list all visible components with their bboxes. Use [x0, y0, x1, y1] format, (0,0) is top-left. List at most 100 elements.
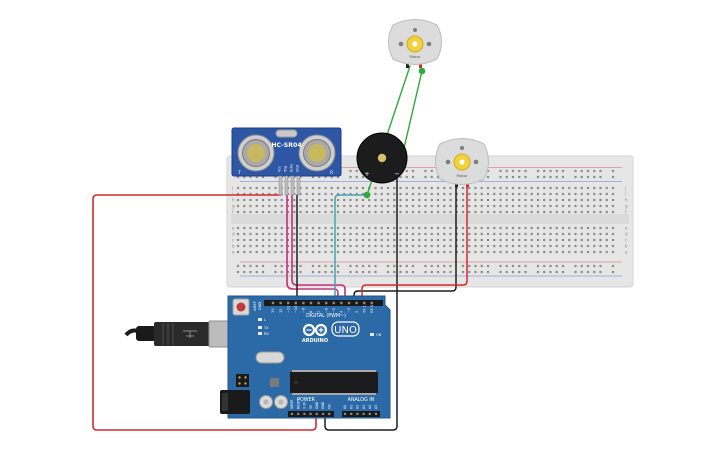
power-pin-label: GND: [315, 401, 319, 409]
power-pin-socket: [297, 412, 300, 415]
dc-motor-2: Motor: [435, 138, 489, 187]
sensor-pin-label: Gnd: [296, 165, 300, 172]
aref-label: AREF: [252, 301, 257, 311]
breadboard-row-letter: c: [625, 238, 627, 243]
digital-pin-socket: [287, 301, 290, 305]
breadboard-row-letter: d: [232, 232, 235, 237]
breadboard-row-letter: f: [232, 210, 234, 215]
digital-pin-socket: [370, 301, 373, 305]
digital-pin-socket: [309, 301, 313, 305]
breadboard-row-letter: a: [232, 250, 235, 255]
wire-joint-dot: [418, 67, 426, 75]
sensor-pin-label: Vcc: [278, 166, 282, 172]
power-pin-label: RESET: [296, 399, 300, 409]
power-pin-socket: [321, 412, 325, 415]
analog-pin-socket: [368, 412, 371, 415]
sensor-pin-label: Trig: [284, 166, 288, 173]
digital-pin-socket: [347, 301, 351, 305]
digital-pin-label: 8: [309, 311, 313, 313]
digital-pin-socket: [355, 301, 358, 305]
breadboard-row-letter: e: [232, 226, 235, 231]
breadboard-row-letter: d: [625, 232, 628, 237]
breadboard-row-letter: b: [625, 244, 628, 249]
arduino-logo-icon: [302, 323, 328, 337]
digital-pin-socket: [302, 301, 305, 305]
analog-pin-label: A1: [349, 405, 353, 409]
led-tx-label: TX: [263, 326, 269, 330]
power-pin-label: IOREF: [290, 399, 294, 409]
breadboard-row-letter: g: [232, 204, 235, 209]
digital-pin-socket: [317, 301, 320, 305]
power-pin-socket: [303, 412, 306, 415]
digital-pin-socket: [340, 301, 343, 305]
digital-pin-label: 2: [355, 311, 359, 313]
uno-badge: [331, 321, 360, 337]
power-pin-socket: [328, 412, 331, 415]
motor-2-label: Motor: [457, 173, 468, 178]
analog-pin-socket: [356, 412, 359, 415]
analog-pin-socket: [350, 412, 353, 415]
led-on-label: ON: [376, 333, 382, 337]
digital-pin-label: 7: [317, 311, 321, 313]
buzzer-center: [377, 153, 387, 163]
breadboard-row-letter: g: [625, 204, 628, 209]
motor-1-label: Motor: [410, 54, 421, 59]
digital-pin-label: 13: [271, 309, 275, 313]
digital-pin-label: ~3: [347, 308, 351, 313]
analog-pin-label: A4: [368, 405, 372, 409]
sensor-corner-left: T: [237, 170, 241, 176]
breadboard-row-letter: j: [231, 186, 233, 191]
wire-joint-dot: [363, 191, 371, 199]
breadboard-row-letter: b: [232, 244, 235, 249]
wires: [92, 65, 468, 431]
breadboard-row-letter: h: [232, 198, 235, 203]
wire-red-motor2: [361, 184, 468, 302]
power-pin-label: GND: [321, 401, 325, 409]
capacitors: [259, 395, 288, 409]
breadboard-row-letter: j: [624, 186, 626, 191]
digital-pin-label: ~6: [324, 308, 328, 313]
usb-plug-boot: [136, 326, 156, 341]
digital-pin-socket: [294, 301, 297, 305]
digital-pin-socket: [332, 301, 335, 305]
crystal-oscillator: [255, 351, 285, 364]
breadboard-row-letter: f: [625, 210, 627, 215]
sensor-corner-right: R: [330, 170, 333, 176]
digital-pin-socket: [279, 301, 282, 305]
sensor-pins: [278, 175, 301, 196]
analog-pin-label: A2: [356, 405, 360, 409]
breadboard-row-letter: c: [232, 238, 234, 243]
digital-pin-label: ~9: [302, 308, 306, 313]
analog-section-label: ANALOG IN: [348, 397, 375, 403]
regulator: [270, 378, 279, 387]
analog-pin-socket: [362, 412, 365, 415]
wire-black-motor2: [353, 184, 457, 302]
sensor-transducer-right: [298, 134, 336, 172]
breadboard-row-letter: i: [625, 192, 626, 197]
sensor-pin-label: Echo: [290, 164, 294, 172]
icsp-header: [236, 374, 249, 387]
usb-icon: [183, 330, 197, 338]
led-l-label: L: [264, 318, 266, 322]
arduino-model-label: UNO: [334, 325, 357, 336]
power-pin-label: Vin: [327, 404, 331, 409]
digital-pin-label: 12: [279, 309, 283, 313]
digital-pin-label: RX 0: [370, 305, 374, 313]
power-pin-label: 3.3V: [303, 401, 307, 409]
digital-header: [264, 300, 383, 306]
power-section-label: POWER: [297, 397, 315, 403]
power-pin-socket: [290, 412, 294, 415]
breadboard-row-letter: e: [625, 226, 628, 231]
analog-header: [342, 411, 380, 417]
piezo-buzzer: + −: [356, 132, 408, 184]
wire-magenta-trig: [286, 194, 339, 302]
dc-motor-1: Motor: [388, 19, 442, 68]
sensor-transducer-left: [237, 134, 275, 172]
breadboard-center-channel: [231, 214, 629, 224]
